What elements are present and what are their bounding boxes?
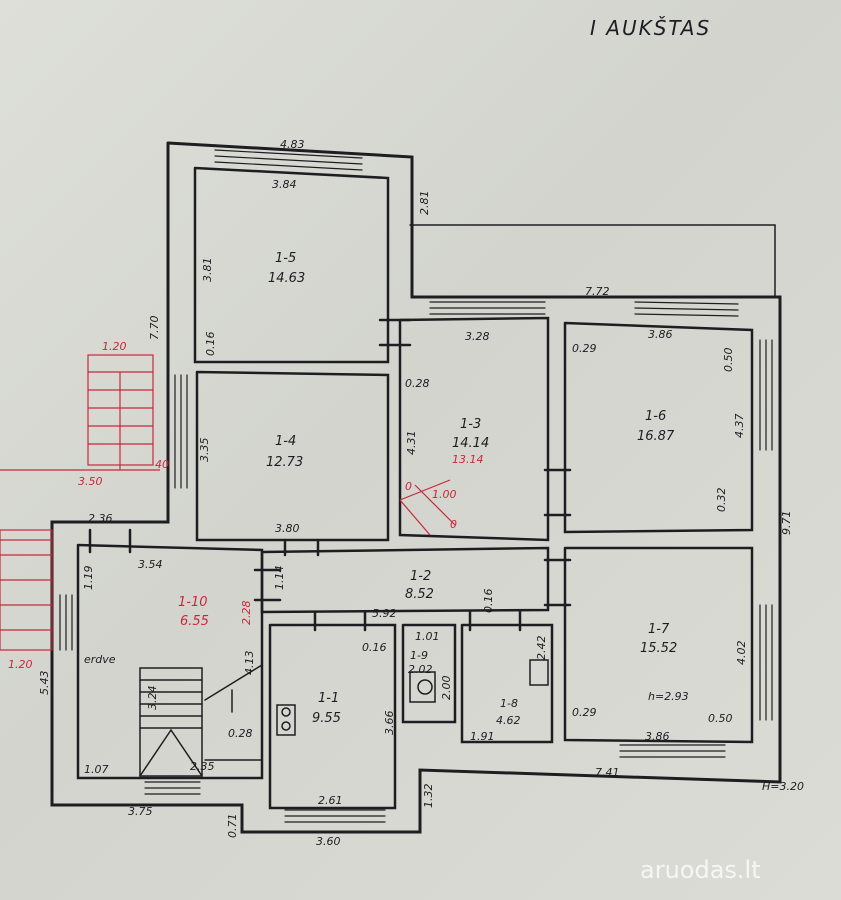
dim-4-13: 4.13 [243,651,256,676]
room-1-6-id: 1-6 [645,409,666,424]
inner-wall-top [193,166,390,364]
dim-3-60: 3.60 [316,835,341,848]
dim-4-02: 4.02 [735,641,748,666]
red-dim-2-28: 2.28 [240,601,253,626]
room-1-3-id: 1-3 [460,417,481,432]
dim-3-35: 3.35 [198,438,211,463]
height-label: H=3.20 [762,780,804,793]
room-1-7-height: h=2.93 [648,690,689,703]
dim-0-16-a: 0.16 [204,332,217,357]
inner-wall-16 [563,321,754,534]
inner-wall-18 [460,623,554,744]
dim-0-16-c: 0.16 [362,641,387,654]
room-1-9-id: 1-9 [410,649,428,662]
room-1-6-area: 16.87 [637,429,675,444]
dim-3-28: 3.28 [465,330,490,343]
room-1-7-id: 1-7 [648,622,670,637]
dim-3-86-a: 3.86 [648,328,673,341]
dim-1-07: 1.07 [84,763,109,776]
dim-4-37: 4.37 [733,414,746,439]
dim-1-19: 1.19 [82,566,95,591]
dim-2-35: 2.35 [190,760,215,773]
inner-wall-17 [563,546,754,744]
dim-0-71: 0.71 [226,814,239,839]
room-erdve-label: erdve [84,653,116,666]
stairs [139,663,263,777]
room-1-3-area: 14.14 [452,436,489,451]
dim-1-14: 1.14 [273,566,286,591]
dim-7-41: 7.41 [595,766,620,779]
dim-1-01: 1.01 [415,630,440,643]
red-dim-0-b: 0 [450,518,457,531]
red-dim-0-a: 0 [405,480,412,493]
room-1-2-id: 1-2 [410,569,431,584]
fixtures [276,659,549,736]
inner-wall-110 [76,543,264,780]
red-dim-1-20-a: 1.20 [102,340,127,353]
room-1-10-id: 1-10 [178,595,208,610]
dim-1-32: 1.32 [422,784,435,809]
red-dim-40: 40 [155,458,169,471]
dim-4-83: 4.83 [280,138,305,151]
windows [59,149,773,823]
dim-3-24: 3.24 [146,686,159,711]
dim-0-50-a: 0.50 [722,348,735,373]
dim-3-81: 3.81 [201,258,214,283]
dim-4-31: 4.31 [405,431,418,456]
room-1-8-id: 1-8 [500,697,518,710]
red-annotations [0,354,456,651]
red-dim-3-50: 3.50 [78,475,103,488]
room-1-2-area: 8.52 [405,587,434,602]
dim-0-50-b: 0.50 [708,712,733,725]
dim-3-66: 3.66 [383,711,396,736]
outer-wall [50,141,782,834]
plan-title: I AUKŠTAS [590,16,711,40]
room-1-10-area: 6.55 [180,614,209,629]
dim-3-75: 3.75 [128,805,153,818]
room-1-9-area: 2.02 [408,663,433,676]
room-1-5-id: 1-5 [275,251,296,266]
dim-3-80: 3.80 [275,522,300,535]
room-1-8-area: 4.62 [496,714,521,727]
room-1-7-area: 15.52 [640,641,677,656]
dim-3-84: 3.84 [272,178,297,191]
dim-0-29-a: 0.29 [572,342,597,355]
inner-wall-13 [398,316,550,542]
watermark: aruodas.lt [640,856,761,884]
dim-2-61: 2.61 [318,794,343,807]
door-marks [88,318,572,632]
room-1-1-area: 9.55 [312,711,341,726]
dim-7-72: 7.72 [585,285,610,298]
dim-0-28-a: 0.28 [405,377,430,390]
inner-wall-19 [401,623,457,724]
room-1-1-id: 1-1 [318,691,339,706]
dim-0-28-b: 0.28 [228,727,253,740]
inner-wall-14 [195,370,390,542]
dim-2-42: 2.42 [535,636,548,661]
red-dim-1-00: 1.00 [432,488,457,501]
dim-0-16-b: 0.16 [482,589,495,614]
dim-5-43: 5.43 [38,671,51,696]
dim-1-91: 1.91 [470,730,495,743]
walls [50,141,782,834]
room-1-4-area: 12.73 [266,455,303,470]
room-1-5-area: 14.63 [268,271,305,286]
dim-2-00: 2.00 [440,676,453,701]
dim-3-86-b: 3.86 [645,730,670,743]
room-1-3-corrected-area: 13.14 [452,453,484,466]
dim-7-70: 7.70 [148,316,161,341]
dim-0-29-b: 0.29 [572,706,597,719]
dim-9-71: 9.71 [780,511,793,536]
dim-0-32: 0.32 [715,488,728,513]
room-1-4-id: 1-4 [275,434,296,449]
dim-3-54: 3.54 [138,558,163,571]
red-dim-1-20-b: 1.20 [8,658,33,671]
dim-2-81: 2.81 [418,191,431,216]
inner-wall-11 [268,623,397,810]
dim-5-92: 5.92 [372,607,397,620]
dim-2-36: 2.36 [88,512,113,525]
